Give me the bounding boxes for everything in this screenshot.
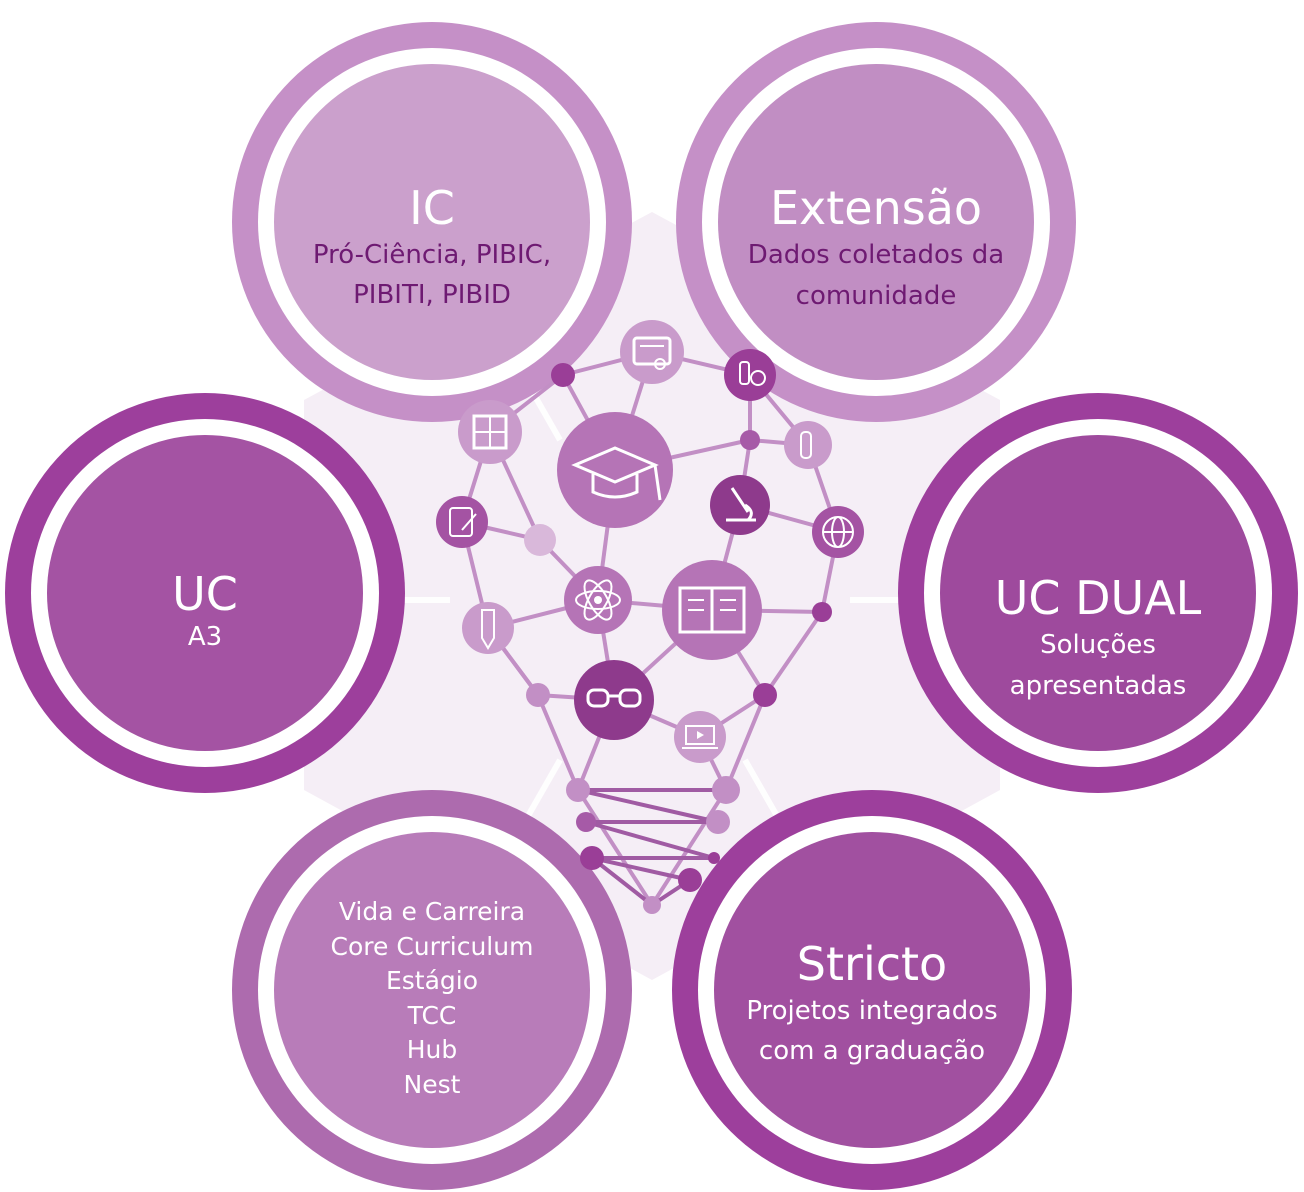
- list-item: TCC: [407, 1000, 457, 1030]
- bulb-base: [577, 788, 726, 907]
- notepad-icon: [436, 496, 488, 548]
- ic-title: IC: [409, 181, 455, 235]
- ucdual-text: UC DUAL Soluções apresentadas: [958, 572, 1238, 708]
- list-item: Estágio: [385, 966, 479, 995]
- glasses-icon: [574, 660, 654, 740]
- ucdual-subtitle-line-1: Soluções: [1040, 629, 1156, 660]
- list-item: Nest: [403, 1069, 461, 1099]
- lab-icon: [724, 349, 776, 401]
- stricto-circle: [714, 832, 1030, 1148]
- pencil-icon: [462, 602, 514, 654]
- stricto-subtitle-line-2: com a graduação: [758, 1036, 986, 1067]
- extensao-text: Extensão Dados coletados da comunidade: [721, 182, 1031, 318]
- ic-circle: [274, 64, 590, 380]
- extensao-circle: [718, 64, 1034, 380]
- ucdual-subtitle-line-2: apresentadas: [1009, 671, 1187, 702]
- uc-subtitle: A3: [187, 621, 223, 652]
- graduation-cap-icon: [557, 412, 673, 528]
- stricto-text: Stricto Projetos integrados com a gradua…: [722, 938, 1022, 1071]
- flask-icon: [784, 421, 832, 469]
- stricto-subtitle-line-1: Projetos integrados: [746, 995, 998, 1026]
- list-item: Hub: [406, 1035, 458, 1064]
- book-icon: [662, 560, 762, 660]
- laptop-icon: [674, 711, 726, 763]
- atom-icon: [564, 566, 632, 634]
- extensao-subtitle-line-1: Dados coletados da: [747, 239, 1005, 270]
- ucdual-circle: [940, 435, 1256, 751]
- ic-subtitle-line-1: Pró-Ciência, PIBIC,: [312, 239, 552, 270]
- list-item: Vida e Carreira: [338, 897, 526, 926]
- uc-text: UC A3: [105, 568, 305, 655]
- extensao-subtitle-line-2: comunidade: [795, 281, 957, 312]
- list-item: Core Curriculum: [330, 931, 534, 961]
- globe-icon: [812, 506, 864, 558]
- uc-title: UC: [172, 567, 238, 621]
- stricto-title: Stricto: [796, 937, 948, 991]
- extensao-title: Extensão: [769, 181, 983, 235]
- ic-text: IC Pró-Ciência, PIBIC, PIBITI, PIBID: [282, 182, 582, 315]
- bulb-dots: [524, 363, 832, 914]
- list-text: Vida e Carreira Core Curriculum Estágio …: [302, 895, 562, 1102]
- list-circle: [274, 832, 590, 1148]
- ic-subtitle-line-2: PIBITI, PIBID: [353, 280, 511, 311]
- ucdual-title: UC DUAL: [994, 571, 1202, 625]
- microscope-icon: [710, 475, 770, 535]
- uc-circle: [47, 435, 363, 751]
- puzzle-icon: [458, 400, 522, 464]
- certificate-icon: [620, 320, 684, 384]
